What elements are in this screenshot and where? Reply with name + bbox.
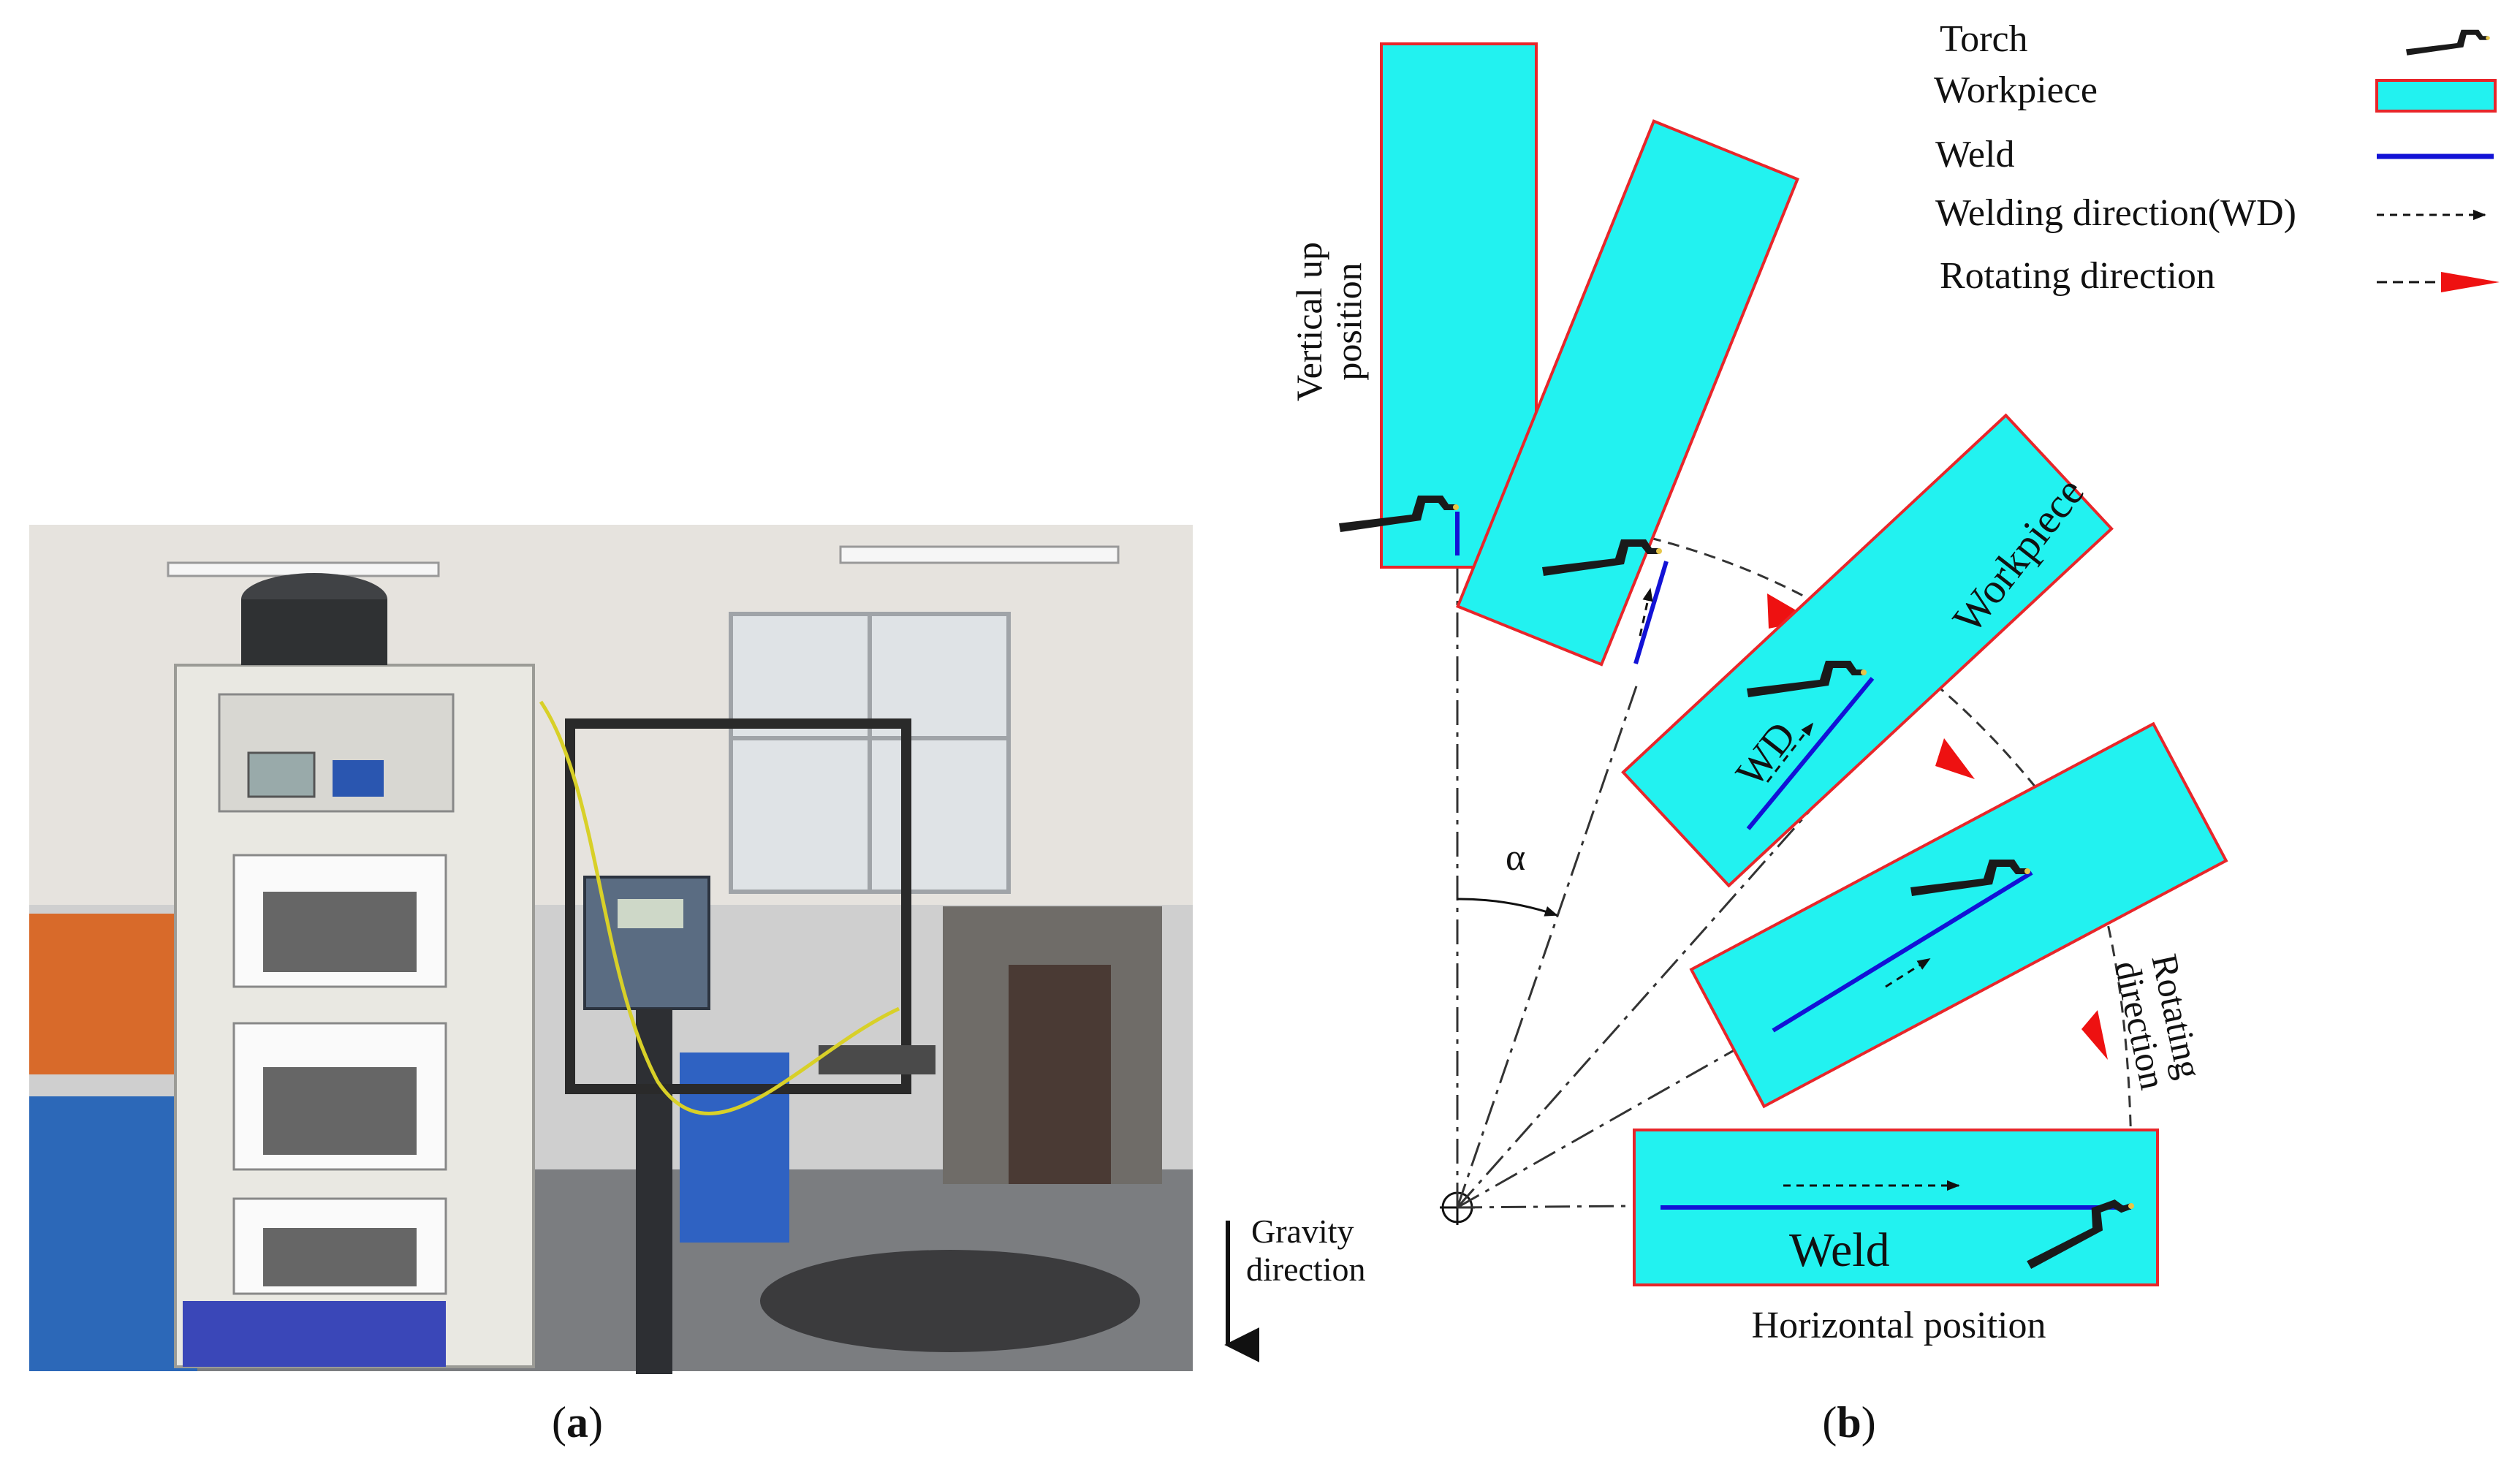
- weld-62deg: [1772, 871, 2033, 1033]
- legend-torch-icon: [2406, 29, 2490, 56]
- equipment-photo: [29, 525, 1193, 1374]
- legend-wd-label: Welding direction(WD): [1935, 192, 2296, 234]
- alpha-arc: [1457, 898, 1558, 917]
- legend: Torch Workpiece Weld Welding direction(W…: [1934, 18, 2500, 297]
- weld-label: Weld: [1789, 1224, 1890, 1277]
- legend-rotating-arrowhead: [2441, 272, 2500, 292]
- caption-a: (a): [552, 1398, 603, 1446]
- vertical-up-label-line2: position: [1328, 262, 1369, 380]
- caption-b: (b): [1822, 1398, 1875, 1446]
- legend-rotating-label: Rotating direction: [1940, 255, 2215, 297]
- legend-workpiece-label: Workpiece: [1934, 69, 2098, 111]
- weld-15deg: [1633, 561, 1669, 664]
- workpiece-15deg: [1456, 119, 1799, 667]
- workpiece-horizontal: [1633, 1129, 2159, 1286]
- wd-arrow-62deg: [1885, 957, 1931, 988]
- vertical-up-label-line1: Vertical up: [1289, 242, 1329, 401]
- horizontal-label: Horizontal position: [1752, 1305, 2046, 1346]
- legend-workpiece-swatch: [2375, 79, 2497, 113]
- rotation-path: [1461, 510, 2133, 1208]
- gravity-label-line1: Gravity: [1251, 1213, 1354, 1250]
- gravity-label-line2: direction: [1246, 1251, 1366, 1288]
- legend-weld-label: Weld: [1935, 134, 2014, 175]
- alpha-label: α: [1506, 837, 1525, 879]
- workpiece-40deg: [1621, 413, 2114, 888]
- wd-arrow-15deg: [1639, 588, 1653, 637]
- legend-torch-label: Torch: [1940, 18, 2028, 60]
- weld-40deg: [1746, 677, 1875, 830]
